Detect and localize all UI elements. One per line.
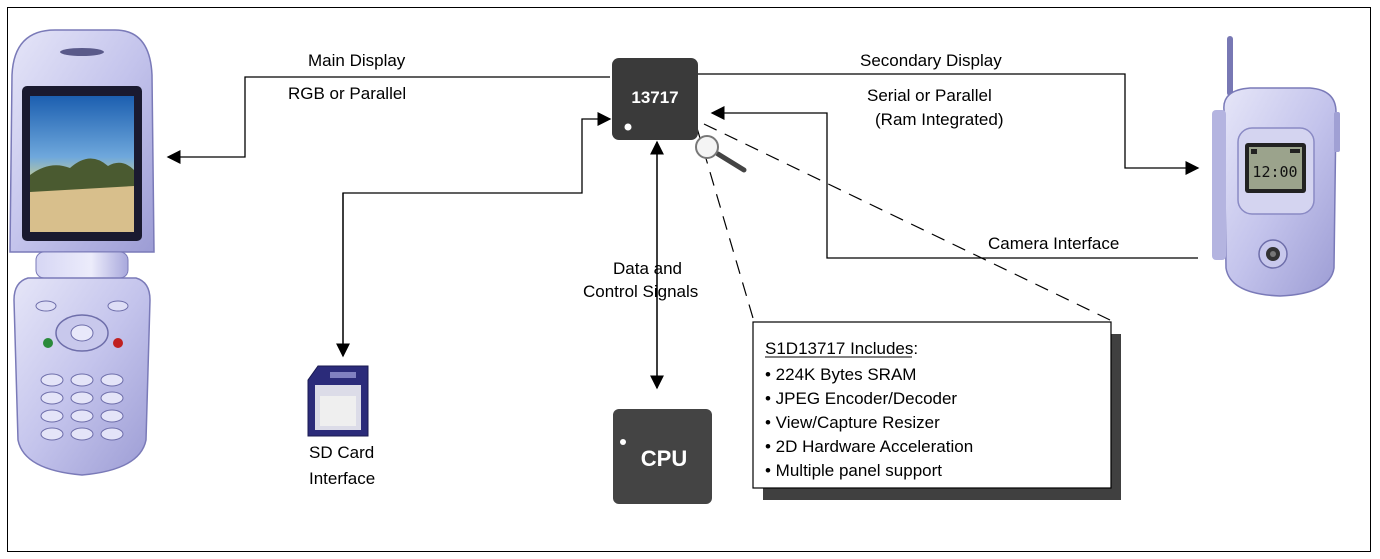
- sd-card-icon: [307, 365, 369, 437]
- camera-interface-label: Camera Interface: [988, 234, 1119, 253]
- interface-label: Interface: [309, 469, 375, 488]
- rgb-parallel-label: RGB or Parallel: [288, 84, 406, 103]
- ram-integrated-label: (Ram Integrated): [875, 110, 1004, 129]
- sd-card-label: SD Card: [309, 443, 374, 462]
- data-and-label: Data and: [613, 259, 682, 278]
- open-flip-phone-icon: [9, 29, 155, 476]
- diagram-frame: [7, 7, 1371, 552]
- closed-flip-phone-icon: 12:00: [1212, 36, 1340, 297]
- includes-item: • JPEG Encoder/Decoder: [765, 389, 957, 408]
- includes-item: • View/Capture Resizer: [765, 413, 940, 432]
- includes-item: • Multiple panel support: [765, 461, 942, 480]
- callout-lines: [696, 123, 1111, 336]
- chip-13717: 13717: [612, 58, 698, 140]
- includes-item: • 2D Hardware Acceleration: [765, 437, 973, 456]
- includes-box: S1D13717 Includes: • 224K Bytes SRAM • J…: [752, 321, 1121, 500]
- includes-heading: S1D13717 Includes:: [765, 339, 918, 358]
- magnifier-icon: [695, 135, 747, 173]
- serial-parallel-label: Serial or Parallel: [867, 86, 992, 105]
- labels: Main Display RGB or Parallel Secondary D…: [288, 51, 1119, 488]
- sd-card-line: [342, 112, 612, 345]
- connections: [166, 73, 1200, 390]
- cpu-label: CPU: [641, 446, 687, 471]
- flip-phone-clock: 12:00: [1252, 163, 1297, 181]
- chip-label: 13717: [631, 88, 678, 107]
- secondary-display-line: [697, 73, 1200, 175]
- secondary-display-label: Secondary Display: [860, 51, 1002, 70]
- main-display-label: Main Display: [308, 51, 406, 70]
- camera-interface-line: [710, 106, 1198, 259]
- cpu-block: CPU: [613, 409, 712, 504]
- includes-item: • 224K Bytes SRAM: [765, 365, 916, 384]
- control-signals-label: Control Signals: [583, 282, 698, 301]
- main-display-line: [166, 76, 610, 164]
